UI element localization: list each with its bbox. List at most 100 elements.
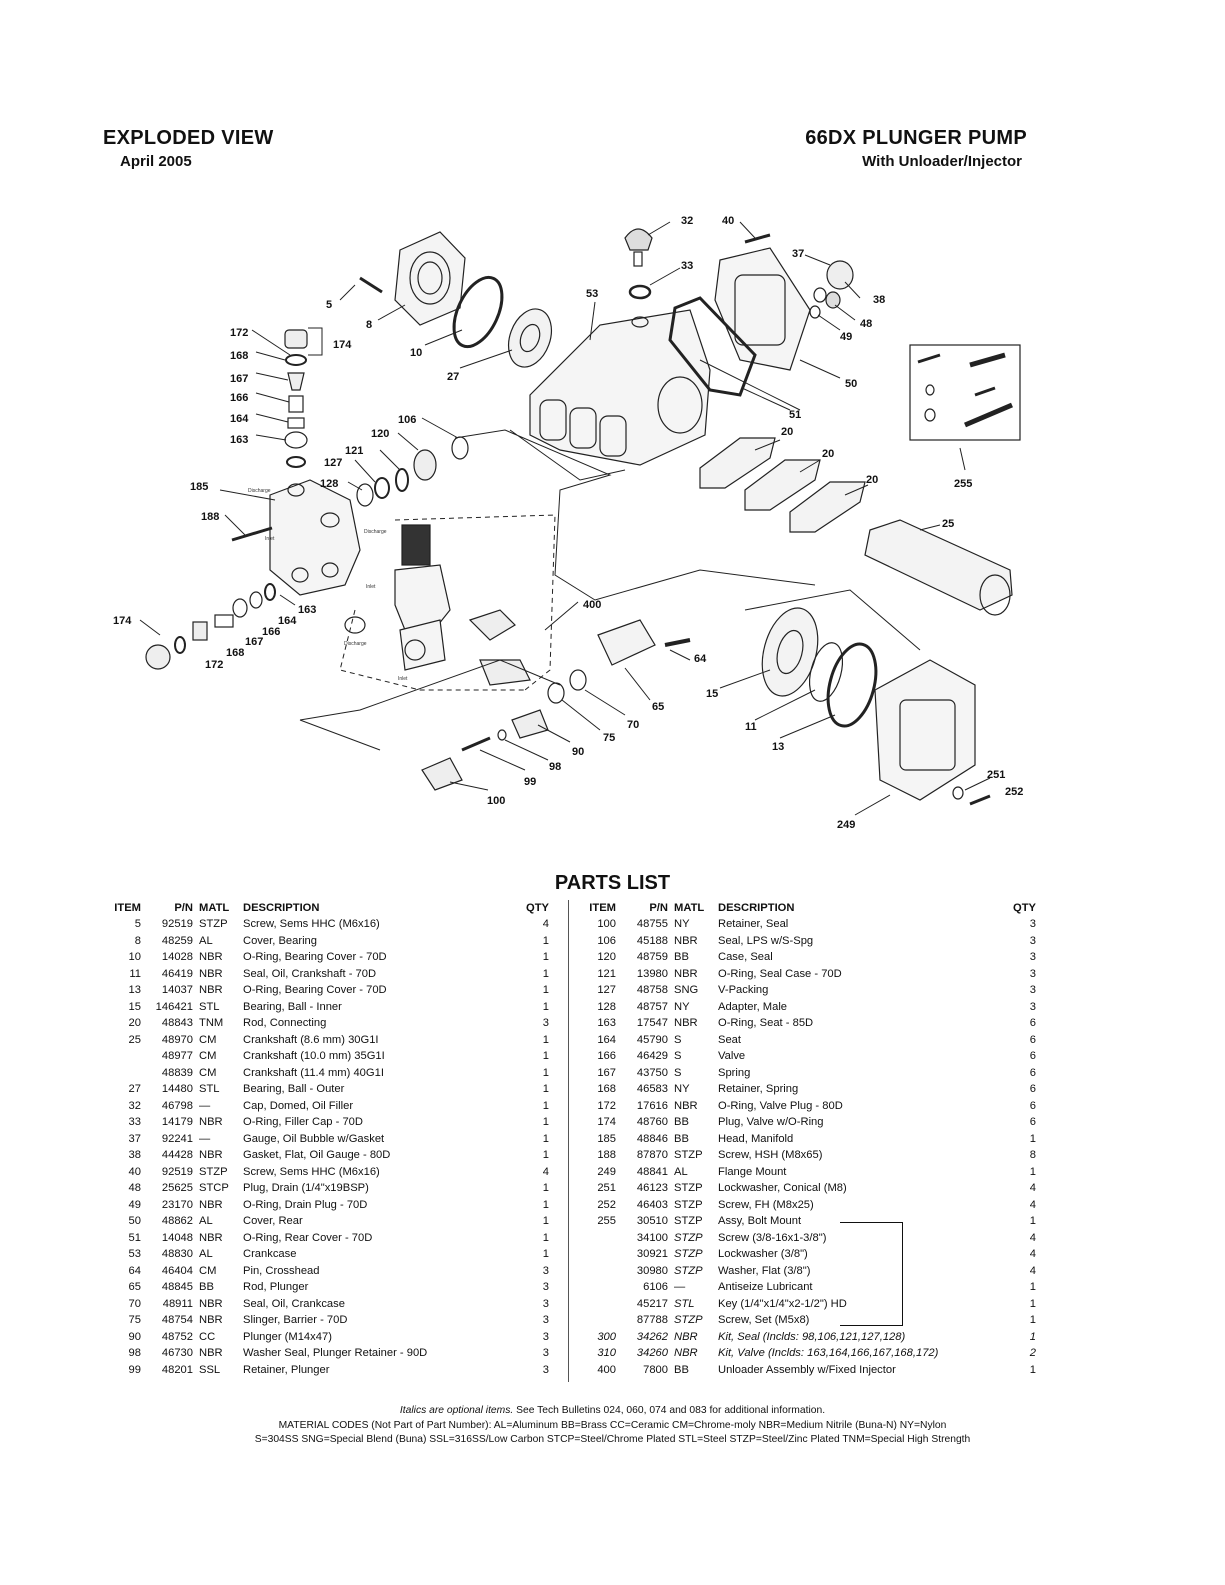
- cell-matl: NBR: [199, 1347, 223, 1359]
- callout-164-b: 164: [278, 615, 297, 627]
- cell-desc: Lockwasher (3/8"): [718, 1248, 808, 1260]
- unloader-drawing: [344, 524, 531, 686]
- cell-desc: Spring: [718, 1066, 751, 1079]
- cell-qty: 6: [1029, 1050, 1036, 1062]
- callout-168: 168: [230, 350, 248, 362]
- cell-matl: STL: [674, 1297, 695, 1310]
- doc-title: EXPLODED VIEW: [103, 127, 274, 149]
- callout-50: 50: [845, 378, 857, 390]
- callout-255: 255: [954, 478, 972, 490]
- callout-53: 53: [586, 288, 598, 300]
- cell-matl: NBR: [674, 1347, 698, 1359]
- cell-pn: 92241: [161, 1132, 193, 1145]
- cell-item: [108, 1065, 144, 1082]
- cell-pn: 48759: [636, 951, 668, 963]
- cell-item: 64: [128, 1264, 141, 1277]
- callout-128: 128: [320, 478, 338, 490]
- cell-item: 51: [128, 1231, 141, 1244]
- callout-121: 121: [345, 445, 363, 457]
- cell-qty: 8: [1029, 1149, 1036, 1161]
- cell-pn: 14048: [161, 1231, 193, 1244]
- callout-120: 120: [371, 428, 389, 440]
- cell-desc: Gasket, Flat, Oil Gauge - 80D: [243, 1149, 391, 1161]
- cell-qty: 1: [1029, 1297, 1036, 1310]
- cell-qty: 4: [1029, 1264, 1036, 1277]
- cell-qty: 4: [542, 918, 549, 930]
- cell-matl: NBR: [674, 934, 698, 947]
- cell-pn: 45217: [636, 1297, 668, 1310]
- cell-desc: Screw, Sems HHC (M6x16): [243, 1165, 380, 1178]
- callout-172: 172: [230, 327, 248, 339]
- cell-matl: STZP: [674, 1182, 703, 1194]
- cell-desc: Retainer, Spring: [718, 1083, 799, 1095]
- cell-qty: 1: [542, 1231, 549, 1244]
- cell-qty: 1: [1029, 1281, 1036, 1293]
- callout-37: 37: [792, 248, 804, 260]
- callout-174: 174: [333, 339, 352, 351]
- cell-matl: CM: [199, 1033, 217, 1046]
- cell-matl: STL: [199, 1000, 220, 1013]
- cell-matl: STZP: [674, 1149, 703, 1161]
- cell-item: 32: [128, 1099, 141, 1112]
- cell-pn: 48754: [161, 1314, 193, 1326]
- cell-qty: 3: [1029, 951, 1036, 963]
- callout-167-b: 167: [245, 636, 263, 648]
- cell-item: [583, 1312, 619, 1329]
- cell-desc: Crankcase: [243, 1248, 297, 1260]
- cell-matl: NY: [674, 1083, 690, 1095]
- cell-pn: 30510: [636, 1215, 668, 1227]
- cell-item: 106: [597, 934, 616, 947]
- cell-matl: BB: [674, 1132, 689, 1145]
- callout-11: 11: [745, 721, 757, 733]
- cell-desc: O-Ring, Seal Case - 70D: [718, 967, 842, 980]
- parts-list-title: PARTS LIST: [554, 872, 671, 894]
- cell-desc: Valve: [718, 1050, 746, 1062]
- cell-desc: Washer, Flat (3/8"): [718, 1264, 811, 1277]
- cell-qty: 2: [1029, 1347, 1036, 1359]
- cell-qty: 1: [542, 1066, 549, 1079]
- cell-matl: NBR: [199, 967, 223, 980]
- cell-pn: 48259: [161, 934, 193, 947]
- cell-pn: 87870: [636, 1149, 668, 1161]
- cell-pn: 87788: [636, 1314, 668, 1326]
- cell-desc: Head, Manifold: [718, 1132, 794, 1145]
- cell-item: [583, 1279, 619, 1296]
- cell-pn: 48830: [161, 1248, 193, 1260]
- cell-qty: 1: [542, 984, 549, 996]
- cell-pn: 46419: [161, 967, 193, 980]
- cell-matl: —: [674, 1281, 686, 1293]
- cell-qty: 3: [542, 1281, 549, 1293]
- exploded-view-svg: 5 8 10 27 32 33 40 37 38 48 49 50 51 53 …: [113, 215, 1023, 831]
- cell-desc: Seal, Oil, Crankshaft - 70D: [243, 967, 377, 980]
- cell-item: 251: [597, 1182, 616, 1194]
- cell-pn: 46123: [636, 1182, 668, 1194]
- cell-qty: 3: [542, 1297, 549, 1310]
- cell-desc: V-Packing: [718, 984, 769, 996]
- cell-matl: NBR: [199, 1149, 223, 1161]
- cell-qty: 3: [542, 1314, 549, 1326]
- cell-qty: 1: [542, 951, 549, 963]
- cell-pn: 48846: [636, 1132, 668, 1145]
- cell-qty: 1: [542, 1099, 549, 1112]
- callout-163-b: 163: [298, 604, 316, 616]
- callout-49: 49: [840, 331, 852, 343]
- col-matl: MATL: [674, 902, 705, 914]
- cell-matl: AL: [199, 1248, 213, 1260]
